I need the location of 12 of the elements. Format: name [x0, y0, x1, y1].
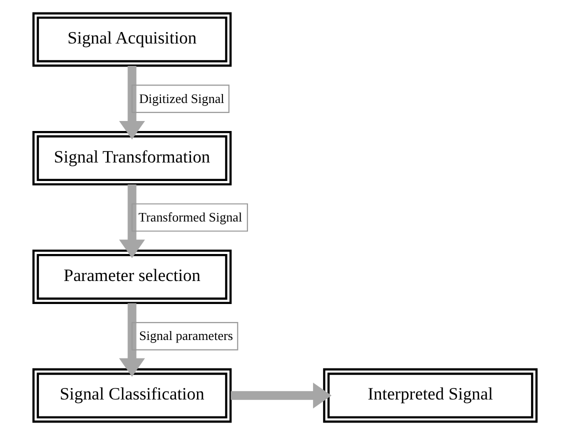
edge-label: Signal parameters	[139, 328, 233, 343]
arrow	[230, 382, 332, 408]
edge-label: Digitized Signal	[139, 90, 224, 106]
edge-label: Transformed Signal	[138, 208, 242, 224]
arrow	[119, 302, 145, 376]
node-box: Parameter selection	[32, 249, 232, 304]
node-box: Signal Acquisition	[32, 12, 232, 66]
node-box: Interpreted Signal	[323, 368, 538, 422]
node-box: Signal Classification	[32, 368, 232, 422]
arrow	[119, 184, 145, 258]
node-box: Signal Transformation	[32, 130, 232, 185]
arrow	[119, 65, 145, 139]
